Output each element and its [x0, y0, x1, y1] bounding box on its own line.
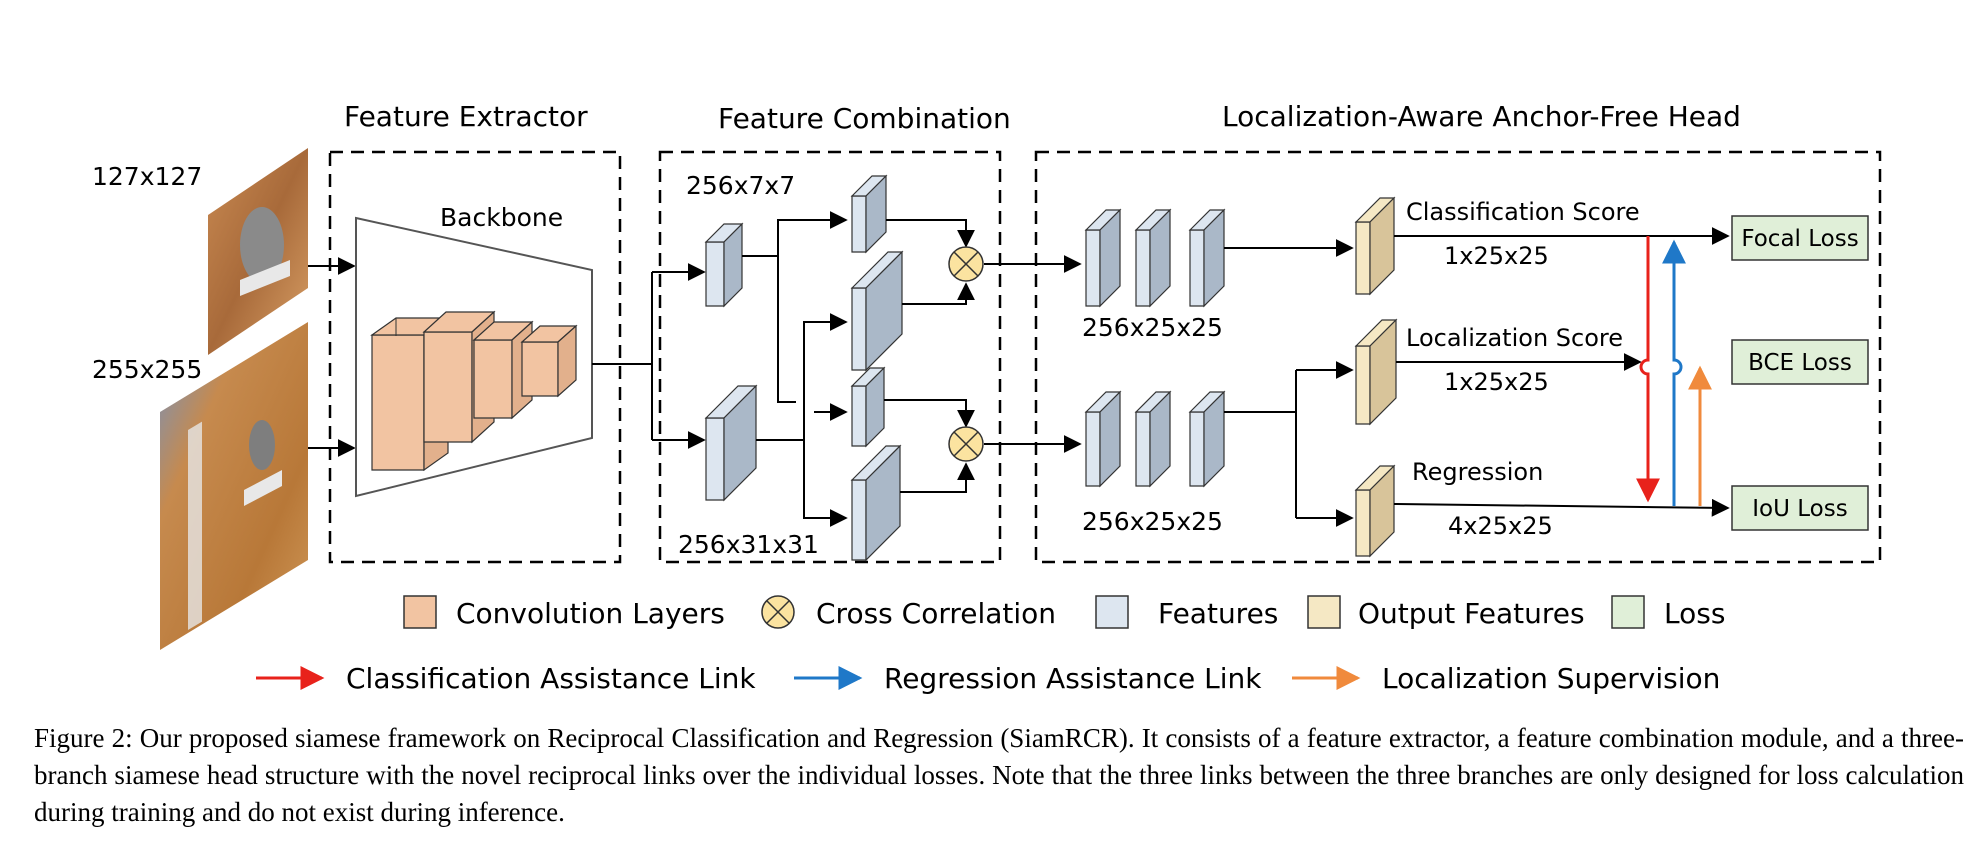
output-to-loss-arrows — [1393, 227, 1730, 517]
siamrcr-diagram: Feature Extractor Feature Combination Lo… — [92, 100, 1882, 695]
backbone-label: Backbone — [440, 203, 563, 232]
feature-extractor-frame — [328, 150, 622, 564]
head-wiring — [1224, 239, 1354, 527]
cls-score-label: Classification Score — [1406, 198, 1640, 226]
combination-wiring — [742, 211, 1082, 527]
legend-loss-label: Loss — [1664, 597, 1725, 630]
iou-loss-box: IoU Loss — [1731, 485, 1869, 531]
legend-features-swatch — [1095, 595, 1129, 629]
section-title-head: Localization-Aware Anchor-Free Head — [1222, 100, 1741, 133]
classification-assistance-link — [1636, 236, 1660, 503]
backbone-output-lines — [592, 263, 706, 449]
combo-feature-adj-3 — [850, 366, 886, 448]
combination-bottom-dim: 256x31x31 — [678, 530, 819, 559]
legend-loss-swatch — [1611, 595, 1645, 629]
loc-score-dim: 1x25x25 — [1444, 368, 1549, 396]
figure-caption: Figure 2: Our proposed siamese framework… — [34, 723, 1964, 827]
cross-correlation-bottom — [948, 426, 984, 462]
bce-loss-label: BCE Loss — [1748, 350, 1852, 376]
legend-xcorr-label: Cross Correlation — [816, 597, 1056, 630]
output-reg — [1354, 464, 1396, 558]
output-loc — [1354, 318, 1398, 426]
regression-label: Regression — [1412, 458, 1543, 486]
cls-score-dim: 1x25x25 — [1444, 242, 1549, 270]
bce-loss-box: BCE Loss — [1731, 339, 1869, 385]
section-title-feature-combination: Feature Combination — [718, 102, 1011, 135]
legend-output-label: Output Features — [1358, 597, 1585, 630]
head-bottom-dim: 256x25x25 — [1082, 507, 1223, 536]
search-image — [160, 322, 308, 650]
output-cls — [1354, 196, 1396, 296]
regression-dim: 4x25x25 — [1448, 512, 1553, 540]
template-image — [208, 148, 308, 355]
combo-feature-adj-1 — [850, 174, 888, 254]
template-size-label: 127x127 — [92, 162, 202, 191]
iou-loss-label: IoU Loss — [1752, 496, 1847, 522]
legend-reg-link-label: Regression Assistance Link — [884, 662, 1262, 695]
combo-feature-adj-2 — [850, 250, 904, 372]
focal-loss-box: Focal Loss — [1731, 215, 1869, 261]
legend-features-label: Features — [1158, 597, 1278, 630]
legend-xcorr-swatch — [761, 595, 795, 629]
feature-combination-frame — [658, 150, 1002, 564]
head-features-bottom — [1084, 390, 1226, 488]
cross-correlation-top — [948, 246, 984, 282]
legend-loc-sup-label: Localization Supervision — [1382, 662, 1720, 695]
search-size-label: 255x255 — [92, 355, 202, 384]
head-features-top — [1084, 208, 1226, 308]
focal-loss-label: Focal Loss — [1741, 226, 1858, 252]
legend-cls-link-label: Classification Assistance Link — [346, 662, 756, 695]
section-title-feature-extractor: Feature Extractor — [344, 100, 588, 133]
head-top-dim: 256x25x25 — [1082, 313, 1223, 342]
loc-score-label: Localization Score — [1406, 324, 1623, 352]
combo-feature-search — [704, 384, 758, 502]
regression-assistance-link — [1662, 239, 1686, 506]
combo-feature-adj-4 — [850, 444, 902, 562]
conv-block-4 — [520, 324, 578, 398]
legend-output-swatch — [1307, 595, 1341, 629]
legend-conv-swatch — [403, 595, 437, 629]
combo-feature-template — [704, 222, 744, 308]
combination-top-dim: 256x7x7 — [686, 171, 795, 200]
head-frame — [1034, 150, 1882, 564]
legend-conv-label: Convolution Layers — [456, 597, 725, 630]
